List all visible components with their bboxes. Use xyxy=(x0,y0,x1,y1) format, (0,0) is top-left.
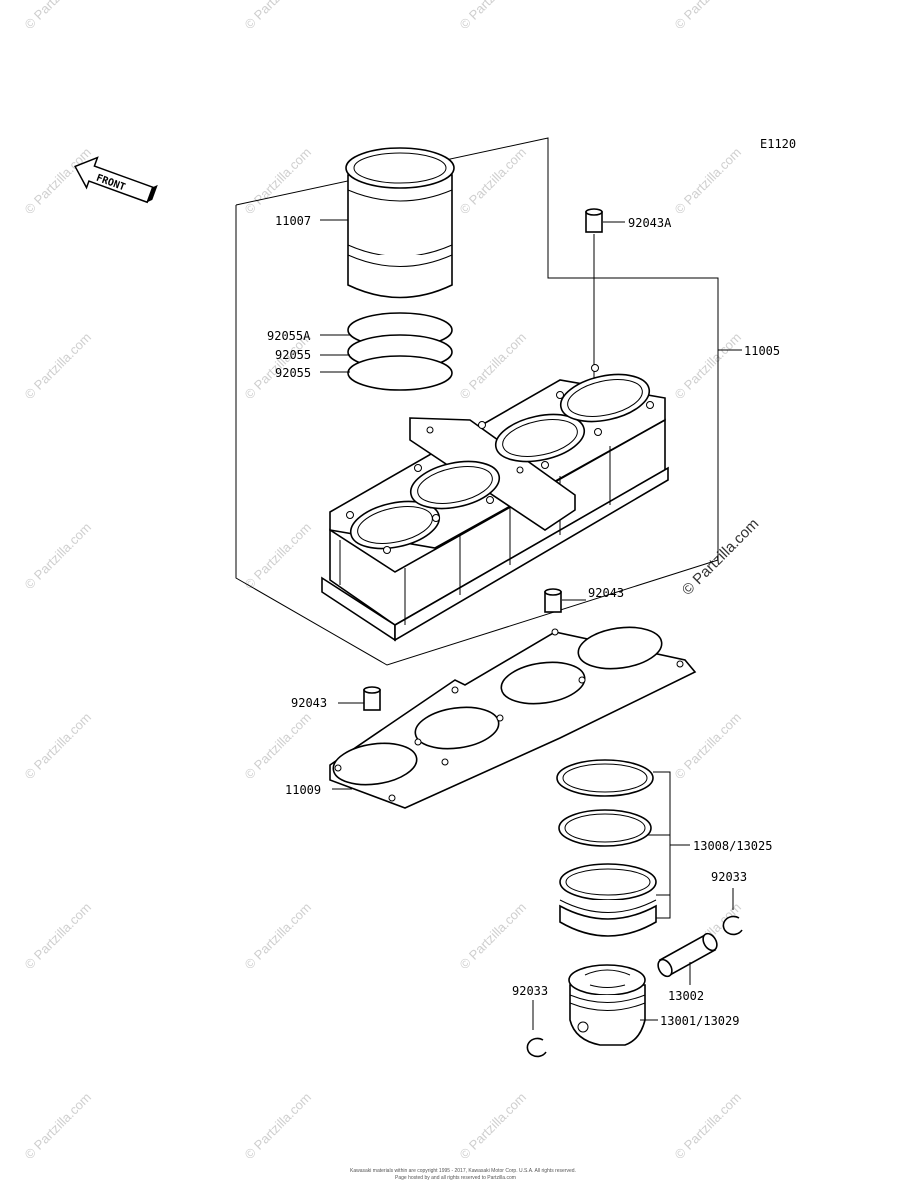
label-13002: 13002 xyxy=(668,989,704,1003)
label-92043-top: 92043 xyxy=(588,586,624,600)
watermark: © Partzilla.com xyxy=(242,0,315,32)
watermark-main: © Partzilla.com xyxy=(679,515,762,598)
group-bracket-11005 xyxy=(235,137,719,666)
leader-13008-c xyxy=(656,845,671,896)
label-11009: 11009 xyxy=(285,783,321,797)
piston xyxy=(568,964,646,1046)
watermark: © Partzilla.com xyxy=(672,330,745,403)
dowel-pin-92043-top xyxy=(544,588,562,613)
diagram-code: E1120 xyxy=(760,137,796,151)
watermark: © Partzilla.com xyxy=(22,900,95,973)
watermark: © Partzilla.com xyxy=(242,1090,315,1163)
label-92033-left: 92033 xyxy=(512,984,548,998)
cylinder-block xyxy=(321,364,669,642)
leader-13008-a xyxy=(653,771,690,846)
piston-rings xyxy=(556,759,657,937)
leader-13008-d xyxy=(656,895,671,919)
copyright-line-1: Kawasaki materials within are copyright … xyxy=(350,1168,576,1174)
watermark: © Partzilla.com xyxy=(242,145,315,218)
label-92033-right: 92033 xyxy=(711,870,747,884)
watermark: © Partzilla.com xyxy=(22,710,95,783)
watermark: © Partzilla.com xyxy=(242,900,315,973)
watermark: © Partzilla.com xyxy=(457,0,530,32)
watermark: © Partzilla.com xyxy=(22,1090,95,1163)
label-92055a: 92055A xyxy=(267,329,311,343)
head-gasket xyxy=(329,626,697,809)
dowel-pin-92043a xyxy=(585,208,603,233)
label-13001-13029: 13001/13029 xyxy=(660,1014,739,1028)
label-92055-2: 92055 xyxy=(275,366,311,380)
o-rings xyxy=(347,312,453,391)
watermark: © Partzilla.com xyxy=(22,0,95,32)
watermark: © Partzilla.com xyxy=(22,520,95,593)
circlip-right-icon xyxy=(722,915,743,936)
label-92055-1: 92055 xyxy=(275,348,311,362)
label-13008-13025: 13008/13025 xyxy=(693,839,772,853)
watermark: © Partzilla.com xyxy=(457,900,530,973)
watermark: © Partzilla.com xyxy=(457,330,530,403)
cylinder-sleeve xyxy=(345,147,455,299)
watermark: © Partzilla.com xyxy=(672,0,745,32)
watermark: © Partzilla.com xyxy=(672,145,745,218)
watermark: © Partzilla.com xyxy=(242,710,315,783)
piston-pin xyxy=(657,932,718,978)
label-92043-left: 92043 xyxy=(291,696,327,710)
watermark: © Partzilla.com xyxy=(242,520,315,593)
circlip-left-icon xyxy=(526,1037,547,1058)
watermark: © Partzilla.com xyxy=(457,1090,530,1163)
label-11005: 11005 xyxy=(744,344,780,358)
watermark: © Partzilla.com xyxy=(672,710,745,783)
label-92043a: 92043A xyxy=(628,216,672,230)
copyright-line-2: Page hosted by and all rights reserved t… xyxy=(395,1175,516,1181)
watermark: © Partzilla.com xyxy=(22,330,95,403)
watermark: © Partzilla.com xyxy=(672,1090,745,1163)
label-11007: 11007 xyxy=(275,214,311,228)
dowel-pin-92043-left xyxy=(363,686,381,711)
